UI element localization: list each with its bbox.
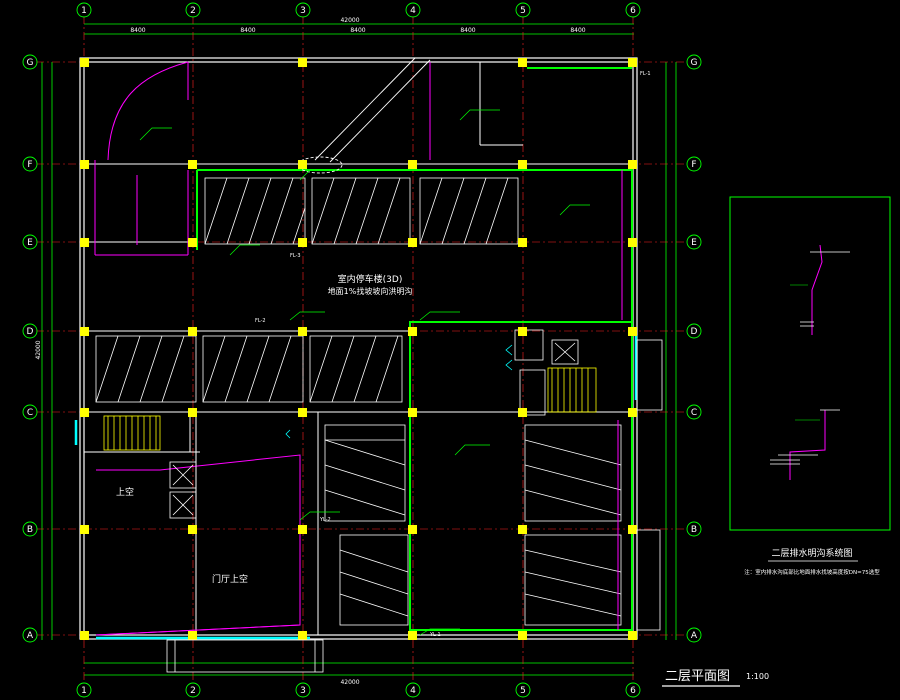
axis-bottom-6: 6 <box>630 686 636 696</box>
top-span-dimensions: 8400 8400 8400 8400 8400 <box>130 27 585 34</box>
axis-left-G: G <box>27 58 34 68</box>
axis-top-1: 1 <box>81 6 87 16</box>
axis-left-D: D <box>27 327 34 337</box>
axis-right-F: F <box>691 160 696 170</box>
axis-right-C: C <box>691 408 697 418</box>
axis-top-3: 3 <box>300 6 306 16</box>
axis-left-C: C <box>27 408 33 418</box>
top-span-3: 8400 <box>350 27 365 34</box>
axis-bubbles-left <box>22 54 38 643</box>
system-diagram-lines <box>789 244 826 480</box>
axis-right-G: G <box>691 58 698 68</box>
axis-bubbles-bottom <box>76 682 641 698</box>
axis-right-A: A <box>691 631 698 641</box>
top-span-4: 8400 <box>460 27 475 34</box>
pipe-tag-2: FL-2 <box>255 318 266 324</box>
structural-columns <box>80 58 637 640</box>
cyan-windows <box>74 335 638 640</box>
axis-top-2: 2 <box>190 6 196 16</box>
axis-bubbles-top <box>76 2 641 18</box>
garage-outlines <box>196 67 633 631</box>
top-span-1: 8400 <box>130 27 145 34</box>
dimension-lines <box>41 23 677 676</box>
stair-left <box>103 415 161 451</box>
axis-top-5: 5 <box>520 6 526 16</box>
axis-bubbles-right <box>686 54 702 643</box>
system-diagram-note: 注：室内排水沟底部比地面排水找坡高度按DN=75选型 <box>744 568 880 576</box>
right-side-annex <box>636 339 663 631</box>
drawing-title: 二层平面图 <box>665 669 730 684</box>
pipe-tag-5: YL-2 <box>319 517 331 523</box>
axis-bottom-1: 1 <box>81 686 87 696</box>
top-total-dimension: 42000 <box>340 17 359 24</box>
axis-left-E: E <box>27 238 33 248</box>
axis-right-E: E <box>691 238 697 248</box>
stair-right <box>547 367 597 413</box>
top-span-5: 8400 <box>570 27 585 34</box>
pipe-tag-4: YL-1 <box>429 632 441 638</box>
axis-right-D: D <box>691 327 698 337</box>
system-diagram-marks <box>770 251 850 465</box>
annotation-leaders <box>139 109 590 636</box>
axis-bottom-2: 2 <box>190 686 196 696</box>
drawing-scale: 1:100 <box>746 672 769 681</box>
axis-left-B: B <box>27 525 33 535</box>
pipe-tag-3: FL-3 <box>290 253 301 259</box>
top-span-2: 8400 <box>240 27 255 34</box>
pipe-tags: FL-1 FL-2 FL-3 YL-1 YL-2 <box>255 71 651 638</box>
axis-left-F: F <box>27 160 32 170</box>
system-diagram-frame <box>729 196 891 531</box>
garage-note-2: 地面1%找坡坡向洪明沟 <box>328 286 413 296</box>
left-total-dimension: 42000 <box>35 340 42 359</box>
parking-bays <box>95 177 622 626</box>
cyan-fixtures <box>285 344 513 439</box>
system-diagram-title: 二层排水明沟系统图 <box>771 547 852 559</box>
exterior-walls <box>79 57 638 640</box>
void-label-1: 上空 <box>116 486 134 498</box>
entrance-canopy <box>166 639 324 673</box>
interior-walls <box>84 62 633 635</box>
axis-bottom-4: 4 <box>410 686 416 696</box>
system-diagram-leaders <box>790 284 820 421</box>
axis-top-4: 4 <box>410 6 416 16</box>
axis-top-6: 6 <box>630 6 636 16</box>
garage-note-1: 室内停车楼(3D) <box>338 273 403 285</box>
elevators <box>169 329 579 519</box>
void-label-2: 门厅上空 <box>212 573 248 585</box>
axis-bottom-5: 5 <box>520 686 526 696</box>
axis-left-A: A <box>27 631 34 641</box>
axis-bottom-3: 3 <box>300 686 306 696</box>
drain-pipes <box>94 61 623 636</box>
pipe-tag-1: FL-1 <box>640 71 651 77</box>
diagonal-duct <box>297 57 431 174</box>
axis-right-B: B <box>691 525 697 535</box>
bottom-total-dimension: 42000 <box>340 679 359 686</box>
